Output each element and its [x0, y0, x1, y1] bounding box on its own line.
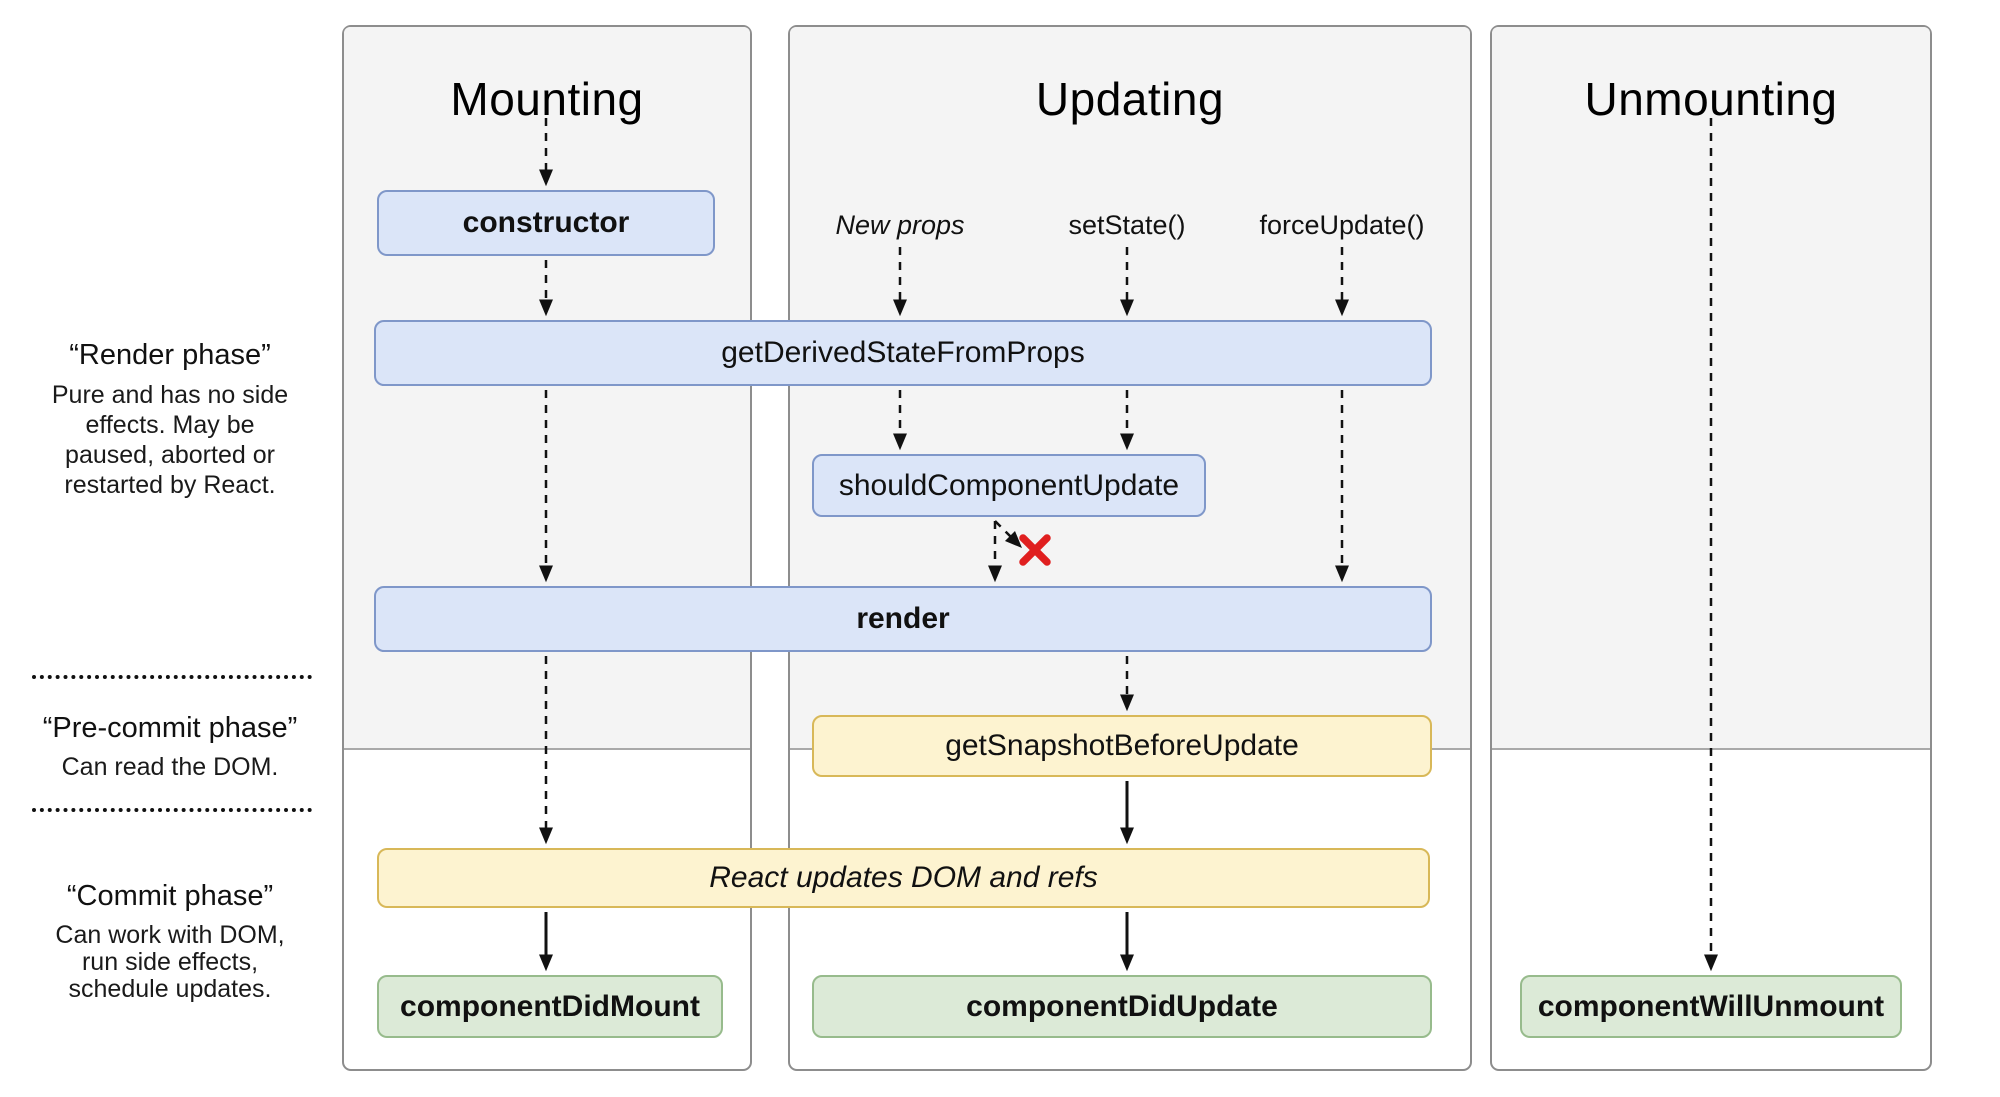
render-phase-region — [1492, 27, 1930, 750]
render-phase-line: Pure and has no side — [51, 381, 289, 409]
commit-phase-line: run side effects, — [81, 948, 259, 976]
panel-mounting: Mounting — [342, 25, 752, 1071]
commit-phase-heading: “Commit phase” — [66, 880, 274, 912]
commit-phase-line: Can work with DOM, — [55, 921, 285, 949]
skip-update-x-icon — [1019, 534, 1051, 566]
side-note-commit-phase: “Commit phase” Can work with DOM, run si… — [20, 878, 320, 1003]
box-get-derived-state-from-props: getDerivedStateFromProps — [374, 320, 1432, 386]
box-component-did-update: componentDidUpdate — [812, 975, 1432, 1038]
render-phase-line: restarted by React. — [64, 471, 276, 499]
pre-commit-phase-heading: “Pre-commit phase” — [42, 712, 298, 744]
box-get-snapshot-before-update: getSnapshotBeforeUpdate — [812, 715, 1432, 777]
render-phase-line: paused, aborted or — [65, 441, 275, 469]
trigger-new-props: New props — [835, 210, 965, 240]
side-note-pre-commit-phase: “Pre-commit phase” Can read the DOM. — [20, 710, 320, 782]
dotted-separator-bottom — [32, 808, 312, 812]
box-constructor: constructor — [377, 190, 715, 256]
panel-updating: Updating — [788, 25, 1472, 1071]
box-should-component-update: shouldComponentUpdate — [812, 454, 1206, 517]
trigger-set-state: setState() — [1068, 210, 1186, 240]
panel-title-mounting: Mounting — [450, 73, 644, 125]
box-render: render — [374, 586, 1432, 652]
pre-commit-phase-line: Can read the DOM. — [61, 753, 279, 781]
box-component-did-mount: componentDidMount — [377, 975, 723, 1038]
dotted-separator-top — [32, 675, 312, 679]
side-note-render-phase: “Render phase” Pure and has no side effe… — [20, 337, 320, 500]
trigger-force-update: forceUpdate() — [1259, 210, 1425, 240]
panel-title-unmounting: Unmounting — [1584, 73, 1838, 125]
render-phase-heading: “Render phase” — [69, 339, 271, 371]
commit-phase-line: schedule updates. — [68, 975, 272, 1003]
panel-title-updating: Updating — [1035, 73, 1225, 125]
box-component-will-unmount: componentWillUnmount — [1520, 975, 1902, 1038]
render-phase-line: effects. May be — [85, 411, 255, 439]
box-react-updates-dom-and-refs: React updates DOM and refs — [377, 848, 1430, 908]
panel-unmounting: Unmounting — [1490, 25, 1932, 1071]
